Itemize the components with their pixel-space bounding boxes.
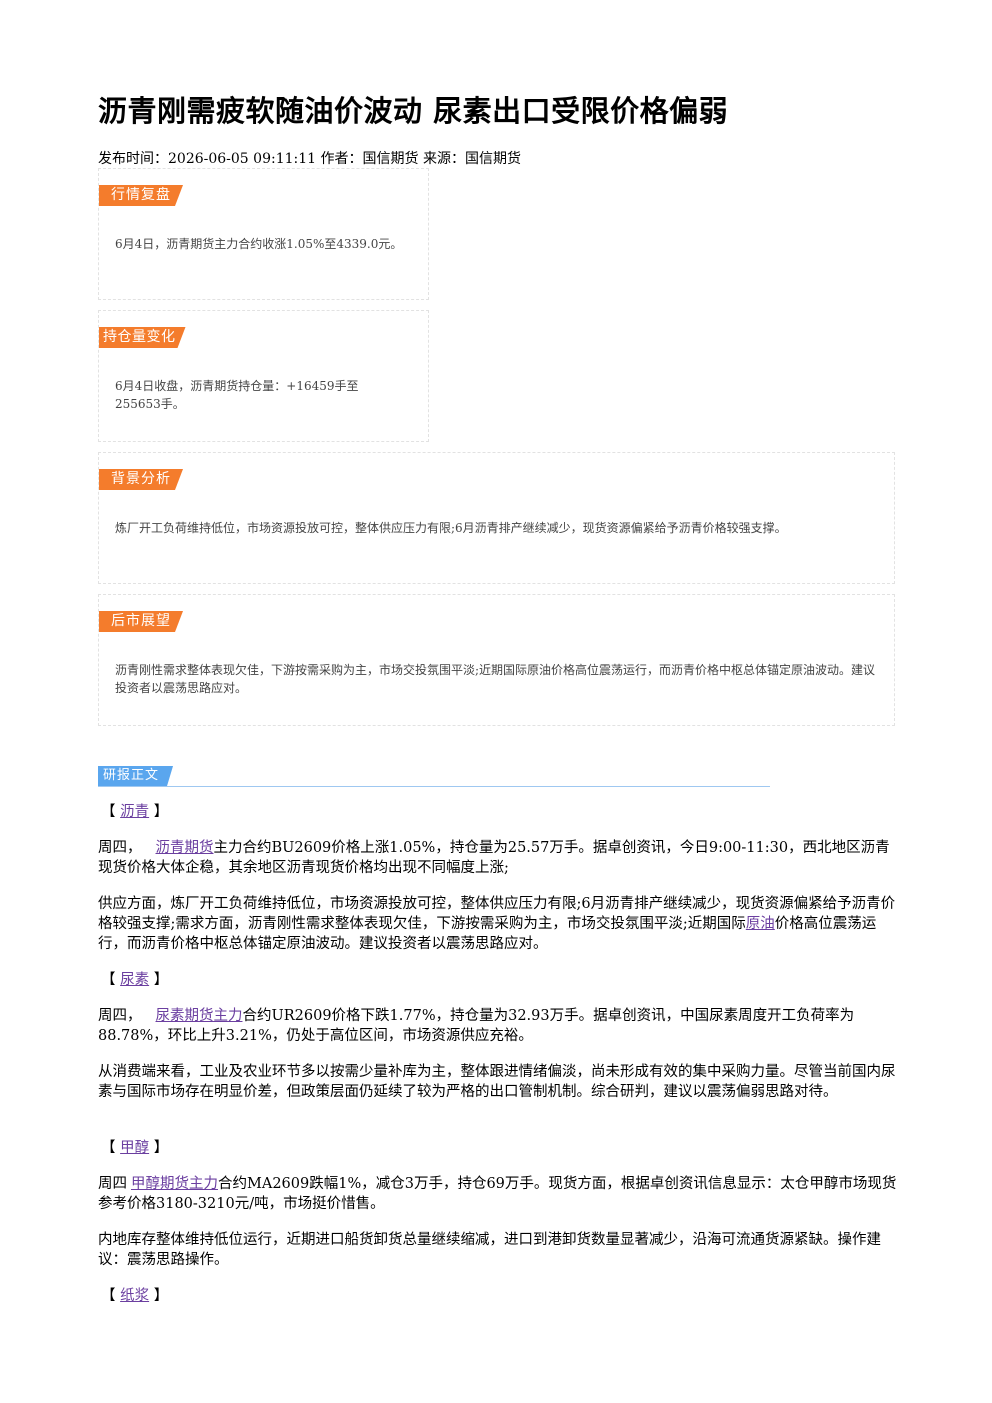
background-analysis-text: 炼厂开工负荷维持低位，市场资源投放可控，整体供应压力有限;6月沥青排产继续减少，…	[115, 521, 787, 535]
urea-link[interactable]: 尿素	[120, 972, 150, 988]
section-pulp: 【 纸浆 】	[101, 1288, 169, 1304]
asphalt-futures-link[interactable]: 沥青期货	[155, 840, 214, 856]
urea-futures-link[interactable]: 尿素期货主力	[155, 1008, 243, 1024]
report-body-tag: 研报正文	[98, 766, 173, 786]
report-body-header: 研报正文	[98, 766, 770, 787]
outlook-card: 后市展望 沥青刚性需求整体表现欠佳，下游按需采购为主，市场交投氛围平淡;近期国际…	[98, 594, 895, 726]
section-urea: 【 尿素 】	[101, 972, 169, 988]
section-methanol: 【 甲醇 】	[101, 1140, 169, 1156]
methanol-paragraph-1: 周四甲醇期货主力合约MA2609跌幅1%，减仓3万手，持仓69万手。现货方面，根…	[98, 1176, 897, 1212]
asphalt-paragraph-2: 供应方面，炼厂开工负荷维持低位，市场资源投放可控，整体供应压力有限;6月沥青排产…	[98, 896, 896, 952]
background-analysis-card: 背景分析 炼厂开工负荷维持低位，市场资源投放可控，整体供应压力有限;6月沥青排产…	[98, 452, 895, 584]
pulp-link[interactable]: 纸浆	[120, 1288, 150, 1304]
urea-paragraph-2: 从消费端来看，工业及农业环节多以按需少量补库为主，整体跟进情绪偏淡，尚未形成有效…	[98, 1064, 896, 1100]
market-review-tag: 行情复盘	[99, 185, 183, 206]
methanol-futures-link[interactable]: 甲醇期货主力	[131, 1176, 218, 1192]
urea-paragraph-1: 周四，尿素期货主力合约UR2609价格下跌1.77%，持仓量为32.93万手。据…	[98, 1008, 855, 1044]
section-asphalt: 【 沥青 】	[101, 804, 169, 820]
asphalt-link[interactable]: 沥青	[120, 804, 150, 820]
position-change-card: 持仓量变化 6月4日收盘，沥青期货持仓量：+16459手至255653手。	[98, 310, 429, 442]
crude-oil-link[interactable]: 原油	[745, 916, 775, 932]
methanol-link[interactable]: 甲醇	[120, 1140, 150, 1156]
asphalt-paragraph-1: 周四，沥青期货主力合约BU2609价格上涨1.05%，持仓量为25.57万手。据…	[98, 840, 890, 876]
position-change-text: 6月4日收盘，沥青期货持仓量：+16459手至255653手。	[115, 379, 359, 411]
page-title: 沥青刚需疲软随油价波动 尿素出口受限价格偏弱	[98, 94, 729, 128]
outlook-tag: 后市展望	[99, 611, 183, 632]
methanol-paragraph-2: 内地库存整体维持低位运行，近期进口船货卸货总量继续缩减，进口到港卸货数量显著减少…	[98, 1232, 881, 1268]
market-review-card: 行情复盘 6月4日，沥青期货主力合约收涨1.05%至4339.0元。	[98, 168, 429, 300]
market-review-text: 6月4日，沥青期货主力合约收涨1.05%至4339.0元。	[115, 237, 403, 251]
article-meta: 发布时间：2026-06-05 09:11:11 作者：国信期货 来源：国信期货	[98, 151, 521, 167]
background-analysis-tag: 背景分析	[99, 469, 183, 490]
position-change-tag: 持仓量变化	[99, 327, 186, 348]
outlook-text: 沥青刚性需求整体表现欠佳，下游按需采购为主，市场交投氛围平淡;近期国际原油价格高…	[115, 663, 876, 695]
